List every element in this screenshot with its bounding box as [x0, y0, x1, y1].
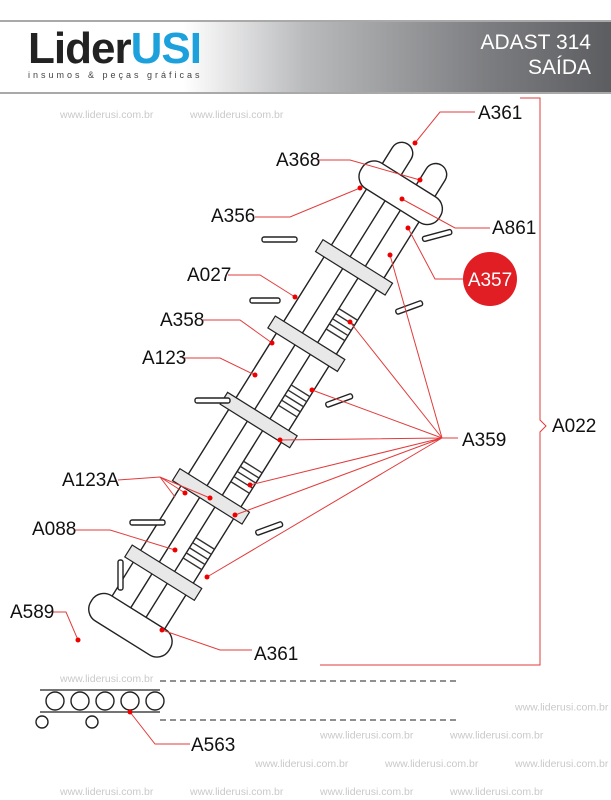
label-a589: A589	[10, 602, 54, 623]
label-a357: A357	[468, 270, 512, 291]
label-a123a: A123A	[62, 470, 119, 491]
end-plate-top	[358, 160, 444, 226]
label-a088: A088	[32, 519, 76, 540]
watermark-text: www.liderusi.com.br	[449, 786, 544, 798]
watermark-text: www.liderusi.com.br	[319, 730, 414, 742]
bracket	[314, 238, 394, 296]
highlight-badge	[463, 252, 517, 306]
logo-text-usi: USI	[130, 24, 202, 73]
bracket	[267, 315, 346, 373]
label-a359: A359	[462, 430, 506, 451]
springs	[182, 308, 358, 571]
label-a361-bottom: A361	[254, 644, 298, 665]
label-a123: A123	[142, 348, 186, 369]
watermark-text: www.liderusi.com.br	[254, 758, 349, 770]
watermark-text: www.liderusi.com.br	[384, 758, 479, 770]
callout-dots	[75, 140, 423, 715]
title-section: SAÍDA	[527, 56, 591, 79]
brand-logo: LiderUSI insumos & peças gráficas	[28, 24, 203, 81]
watermark-text: www.liderusi.com.br	[449, 730, 544, 742]
watermark-text: www.liderusi.com.br	[59, 786, 154, 798]
label-a361-top: A361	[478, 103, 522, 124]
bracket	[123, 544, 203, 602]
header-banner: LiderUSI insumos & peças gráficas ADAST …	[0, 20, 611, 94]
label-a358: A358	[160, 310, 204, 331]
end-plate-bottom	[88, 592, 173, 658]
roller-left	[104, 141, 414, 622]
title-model: ADAST 314	[480, 31, 591, 54]
roller-right	[138, 162, 448, 643]
watermark-text: www.liderusi.com.br	[59, 673, 154, 685]
watermark-text: www.liderusi.com.br	[59, 109, 154, 121]
watermark-text: www.liderusi.com.br	[189, 786, 284, 798]
watermark-text: www.liderusi.com.br	[319, 786, 414, 798]
watermark-text: www.liderusi.com.br	[514, 701, 609, 713]
label-a563: A563	[191, 735, 235, 756]
a022-bracket	[320, 97, 547, 666]
label-a027: A027	[187, 265, 231, 286]
label-a022: A022	[552, 416, 596, 437]
label-a368: A368	[276, 150, 320, 171]
leader-lines	[52, 111, 490, 745]
page-title: ADAST 314 SAÍDA	[480, 30, 591, 80]
watermark-text: www.liderusi.com.br	[514, 758, 609, 770]
logo-tagline: insumos & peças gráficas	[28, 70, 203, 80]
chain	[35, 680, 460, 729]
logo-text-lider: Lider	[28, 24, 132, 73]
label-a861: A861	[492, 218, 536, 239]
label-a356: A356	[211, 206, 255, 227]
watermark-text: www.liderusi.com.br	[189, 109, 284, 121]
